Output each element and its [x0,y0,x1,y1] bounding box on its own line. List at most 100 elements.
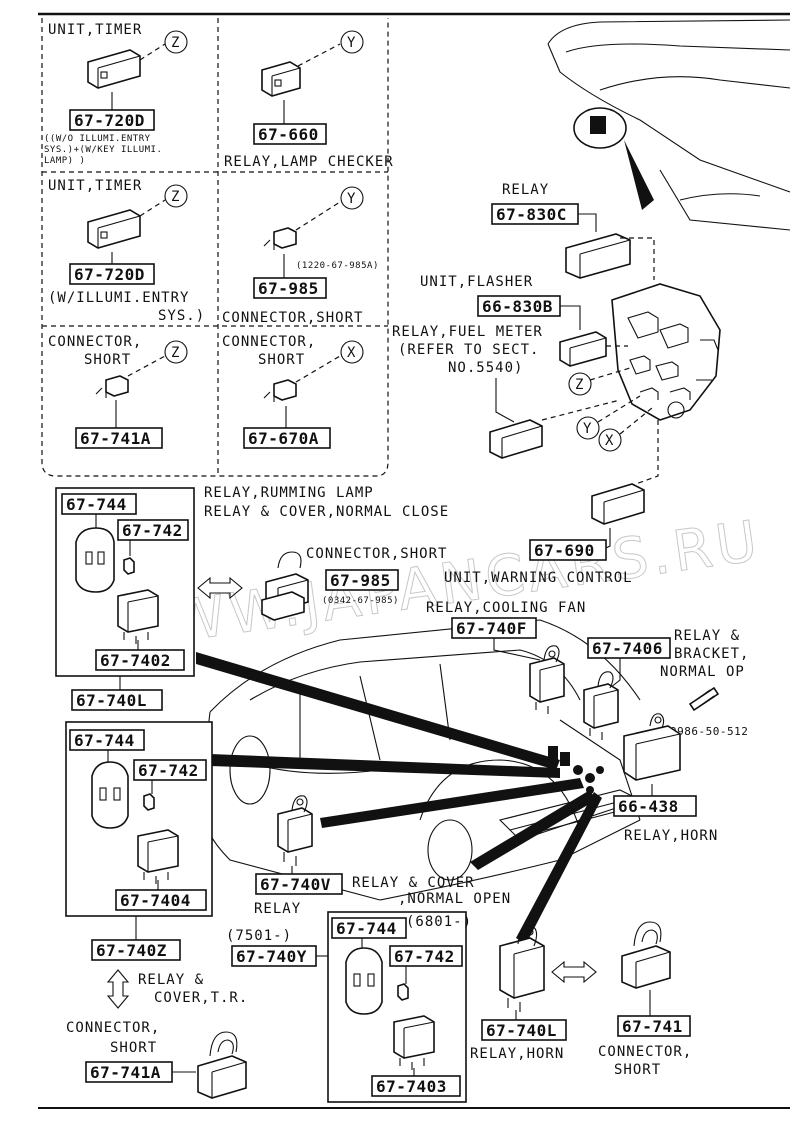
timer-unit-1-part [87,49,141,89]
label-741-1: CONNECTOR, [598,1044,692,1060]
leader-y-2 [295,201,341,231]
part-67-7404-text: 67-7404 [120,891,191,910]
relay-cover-a-part [75,527,115,593]
part-67-744-b[interactable] [69,729,145,751]
callout-z-1 [164,30,188,54]
part-67-660-text: 67-660 [258,125,319,144]
note-720d2-2: SYS.) [158,308,205,324]
part-67-740y-text: 67-740Y [236,947,307,966]
callout-z-3 [164,340,188,364]
part-67-670a[interactable] [243,427,331,449]
swap-arrow-1 [197,576,243,600]
callout-y-3-text: Y [583,421,592,437]
part-67-720d-2[interactable] [69,263,155,285]
callout-y-2-text: Y [347,191,356,207]
label-running-lamp: RELAY,RUMMING LAMP [204,485,374,501]
part-67-7406[interactable] [587,637,671,659]
leader-z-1 [139,43,166,61]
bolt-part [688,686,720,712]
swap-arrow-2 [106,969,130,1009]
horn-relay-740l-part [499,925,545,1012]
dashboard-illustration [547,19,791,231]
part-67-742-c[interactable] [389,945,463,967]
part-67-740z-text: 67-740Z [96,941,167,960]
part-67-7402-text: 67-7402 [100,651,171,670]
part-67-741[interactable] [617,1015,691,1037]
label-670a-2: SHORT [258,352,305,368]
label-741a-2: SHORT [84,352,131,368]
relay-740v-part [277,795,313,866]
relay-830c-part [565,233,631,279]
leader-690-block [629,420,659,487]
sub-985: (1220-67-985A) [296,261,379,271]
label-connector-short-985b: CONNECTOR,SHORT [306,546,447,562]
callout-x-2 [598,428,622,452]
label-relay-bracket-3: NORMAL OP [660,664,745,680]
leader-x-2 [619,407,653,435]
part-67-985-b[interactable] [325,569,399,591]
callout-x-1-text: X [347,345,356,361]
part-67-7403[interactable] [371,1075,461,1097]
part-67-720d-1[interactable] [69,109,155,131]
part-67-744-a[interactable] [61,493,137,515]
short-connector-670a-part [263,379,297,402]
sub-985b: (0342-67-985) [322,596,399,606]
part-67-742-b[interactable] [133,759,207,781]
leader-z-3 [127,355,166,377]
label-relay-bracket-1: RELAY & [674,628,740,644]
short-connector-741-part [621,921,671,989]
part-67-660[interactable] [253,123,327,145]
note-720d2-1: (W/ILLUMI.ENTRY [48,290,189,306]
part-67-744-a-text: 67-744 [66,495,127,514]
label-relay-bracket-2: BRACKET, [674,646,749,662]
part-67-741-text: 67-741 [622,1017,683,1036]
callout-x-1 [340,340,364,364]
leader-z-2 [139,199,166,217]
horn-relay-438-part [623,713,681,781]
part-67-740l-b[interactable] [481,1019,567,1041]
leader-y-1 [297,43,341,67]
part-67-741a-text: 67-741A [80,429,151,448]
short-connector-741a-part [95,375,129,398]
part-67-830c-text: 67-830C [496,205,567,224]
label-fuel-meter-1: RELAY,FUEL METER [392,324,543,340]
leader-830c-block [620,237,655,280]
callout-y-2 [340,186,364,210]
leader-z-4 [589,367,631,381]
part-67-742-b-text: 67-742 [138,761,199,780]
label-unit-timer-1: UNIT,TIMER [48,22,142,38]
clip-a-part [123,557,135,575]
relay-block-assembly [611,283,721,421]
part-67-740z[interactable] [91,939,181,961]
label-fuel-meter-2: (REFER TO SECT. [398,342,539,358]
part-67-690[interactable] [529,539,607,561]
kit-67-740z [65,721,213,917]
label-unit-flasher: UNIT,FLASHER [420,274,533,290]
part-67-740l-a[interactable] [71,689,163,711]
clip-c-part [397,983,409,1001]
part-67-742-a[interactable] [117,519,189,541]
part-67-670a-text: 67-670A [248,429,319,448]
part-67-720d-2-text: 67-720D [74,265,145,284]
label-relay-cover-no-2: ,NORMAL OPEN [398,891,511,907]
label-relay-740v: RELAY [254,901,301,917]
part-67-740v[interactable] [255,873,343,895]
short-connector-985-part [263,227,297,250]
label-relay-cover-tr-2: COVER,T.R. [154,990,248,1006]
variant-grid [41,18,389,477]
part-67-744-c[interactable] [331,917,407,939]
part-67-741a[interactable] [75,427,163,449]
label-relay-horn-740l: RELAY,HORN [470,1046,564,1062]
label-relay-cover-nc: RELAY & COVER,NORMAL CLOSE [204,504,449,520]
relay-7403-part [393,1015,435,1070]
bolt-number: 9986-50-512 [670,725,748,738]
label-relay-lamp-checker: RELAY,LAMP CHECKER [224,154,394,170]
part-67-7402[interactable] [95,649,185,671]
label-relay-cover-tr-1: RELAY & [138,972,204,988]
part-67-985[interactable] [253,277,327,299]
part-66-438[interactable] [613,795,697,817]
flasher-unit-part [559,331,607,367]
part-67-7406-text: 67-7406 [592,639,663,658]
part-67-7404[interactable] [115,889,207,911]
